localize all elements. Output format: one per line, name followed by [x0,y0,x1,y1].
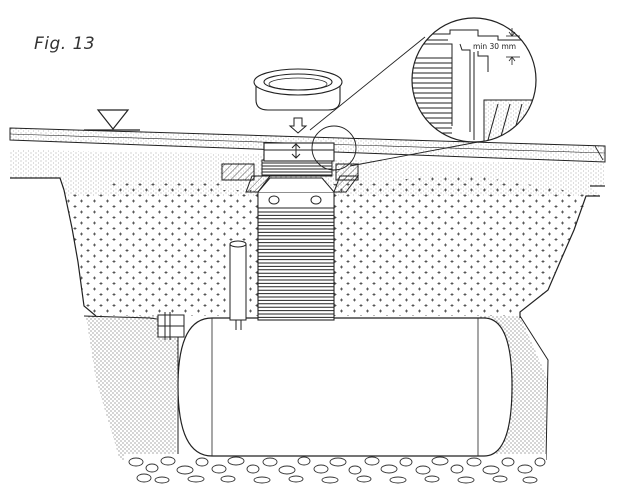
telescope-section [245,159,359,193]
cover-frame [263,142,335,162]
manhole-cover [253,68,343,111]
detail-leader-lines [309,36,479,171]
down-arrow-icon [288,117,308,134]
soil-backfill [10,150,605,316]
gravel-bed [124,454,546,484]
riser-shaft [257,191,335,321]
detail-circle [411,17,537,143]
vent-pipe [229,240,247,330]
ground-outline [10,177,605,318]
support-blocks [221,163,359,181]
figure-caption: Fig. 13 [34,34,96,54]
adjust-arrow-icon [291,143,301,159]
dimension-label: min 30 mm [472,42,518,51]
inlet-pipe [157,312,185,340]
ground-level-marker [84,109,140,131]
tank-body [177,317,513,457]
